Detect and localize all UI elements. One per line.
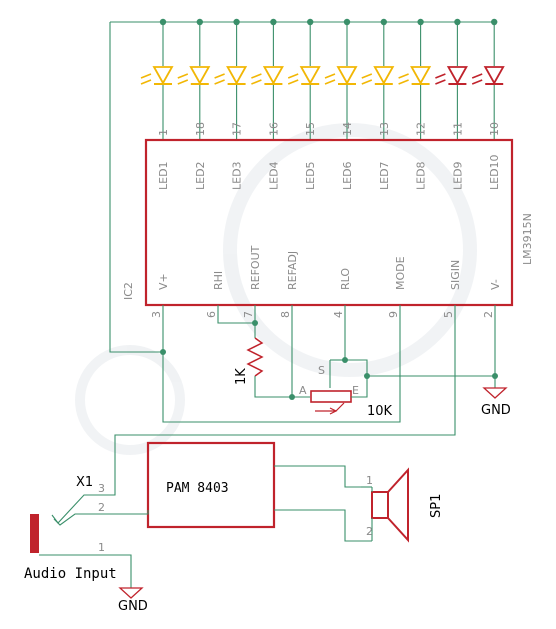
pin-label-refadj: REFADJ [286,251,299,290]
pin-label-led7: LED7 [378,161,391,190]
pin-label-rhi: RHI [212,271,225,290]
pin-num-10: 10 [488,122,501,136]
led-1 [140,18,174,140]
jack-ref: X1 [76,475,93,490]
pin-label-led6: LED6 [341,161,354,190]
pin-label-led4: LED4 [267,161,280,190]
pin-num-12: 12 [415,122,428,136]
speaker-wiring [274,465,372,542]
pin-label-led9: LED9 [451,161,464,190]
pin-label-led1: LED1 [157,161,170,190]
pot-pin-s: S [318,364,325,377]
speaker-ref: SP1 [429,494,444,518]
speaker-sp1 [371,467,409,543]
pin-num-6: 6 [205,311,218,318]
pin-num-15: 15 [304,122,317,136]
pin-label-led3: LED3 [231,161,244,190]
pin-num-13: 13 [378,122,391,136]
resistor-1k [246,337,264,377]
led-2 [177,18,211,140]
potentiometer-10k [310,390,352,403]
ic-name: LM3915N [521,213,534,265]
speaker-pin2: 2 [366,525,373,538]
pin-label-vplus: V+ [157,273,170,290]
pin-label-refout: REFOUT [249,245,262,290]
amplifier-block [146,441,276,529]
led-10 [471,18,505,140]
ic-bottom-pins: 3 V+ 6 RHI 7 REFOUT 8 REFADJ 4 RLO 9 MODE 5 SIGIN 2 V- [150,245,502,318]
pin-num-7: 7 [242,311,255,318]
led-array [140,18,505,140]
audio-jack-x1 [30,494,149,599]
pin-num-2: 2 [482,311,495,318]
led-8 [398,18,432,140]
pin-label-led10: LED10 [488,154,501,190]
gnd-bottom-label: GND [118,599,148,614]
audio-input-label: Audio Input [24,566,117,582]
pin-label-led5: LED5 [304,161,317,190]
led-9 [435,18,468,140]
resistor-label: 1K [234,368,249,385]
speaker-pin1: 1 [366,474,373,487]
pin-num-1: 1 [157,129,170,136]
gnd-top-label: GND [481,403,511,418]
pin-label-led8: LED8 [415,161,428,190]
led-3 [214,18,248,140]
pin-label-vminus: V- [489,279,502,290]
pin-num-17: 17 [231,122,244,136]
pin-label-sigin: SIGIN [449,260,462,290]
pin-num-14: 14 [341,122,354,136]
led-4 [251,18,284,140]
ic-ref: IC2 [122,282,135,300]
jack-pin3: 3 [98,482,105,495]
pin-num-8: 8 [279,311,292,318]
led-6 [324,18,358,140]
pin-num-18: 18 [194,122,207,136]
pin-num-4: 4 [332,311,345,318]
pin-num-9: 9 [387,311,400,318]
pot-pin-a: A [299,384,307,397]
top-supply-rail [109,21,495,353]
led-7 [361,18,395,140]
amplifier-label: PAM 8403 [166,481,229,496]
pin-label-led2: LED2 [194,161,207,190]
watermark-logo [75,123,477,455]
bottom-wiring [104,305,508,496]
pot-pin-e: E [352,384,359,397]
pin-num-5: 5 [442,311,455,318]
pin-num-16: 16 [267,122,280,136]
pin-label-rlo: RLO [339,268,352,290]
jack-pin2: 2 [98,501,105,514]
ic-body [144,138,514,307]
pin-num-3: 3 [150,311,163,318]
led-5 [287,18,321,140]
jack-pin1: 1 [98,541,105,554]
pin-num-11: 11 [451,122,464,136]
pin-label-mode: MODE [394,256,407,290]
pot-label: 10K [367,404,393,419]
